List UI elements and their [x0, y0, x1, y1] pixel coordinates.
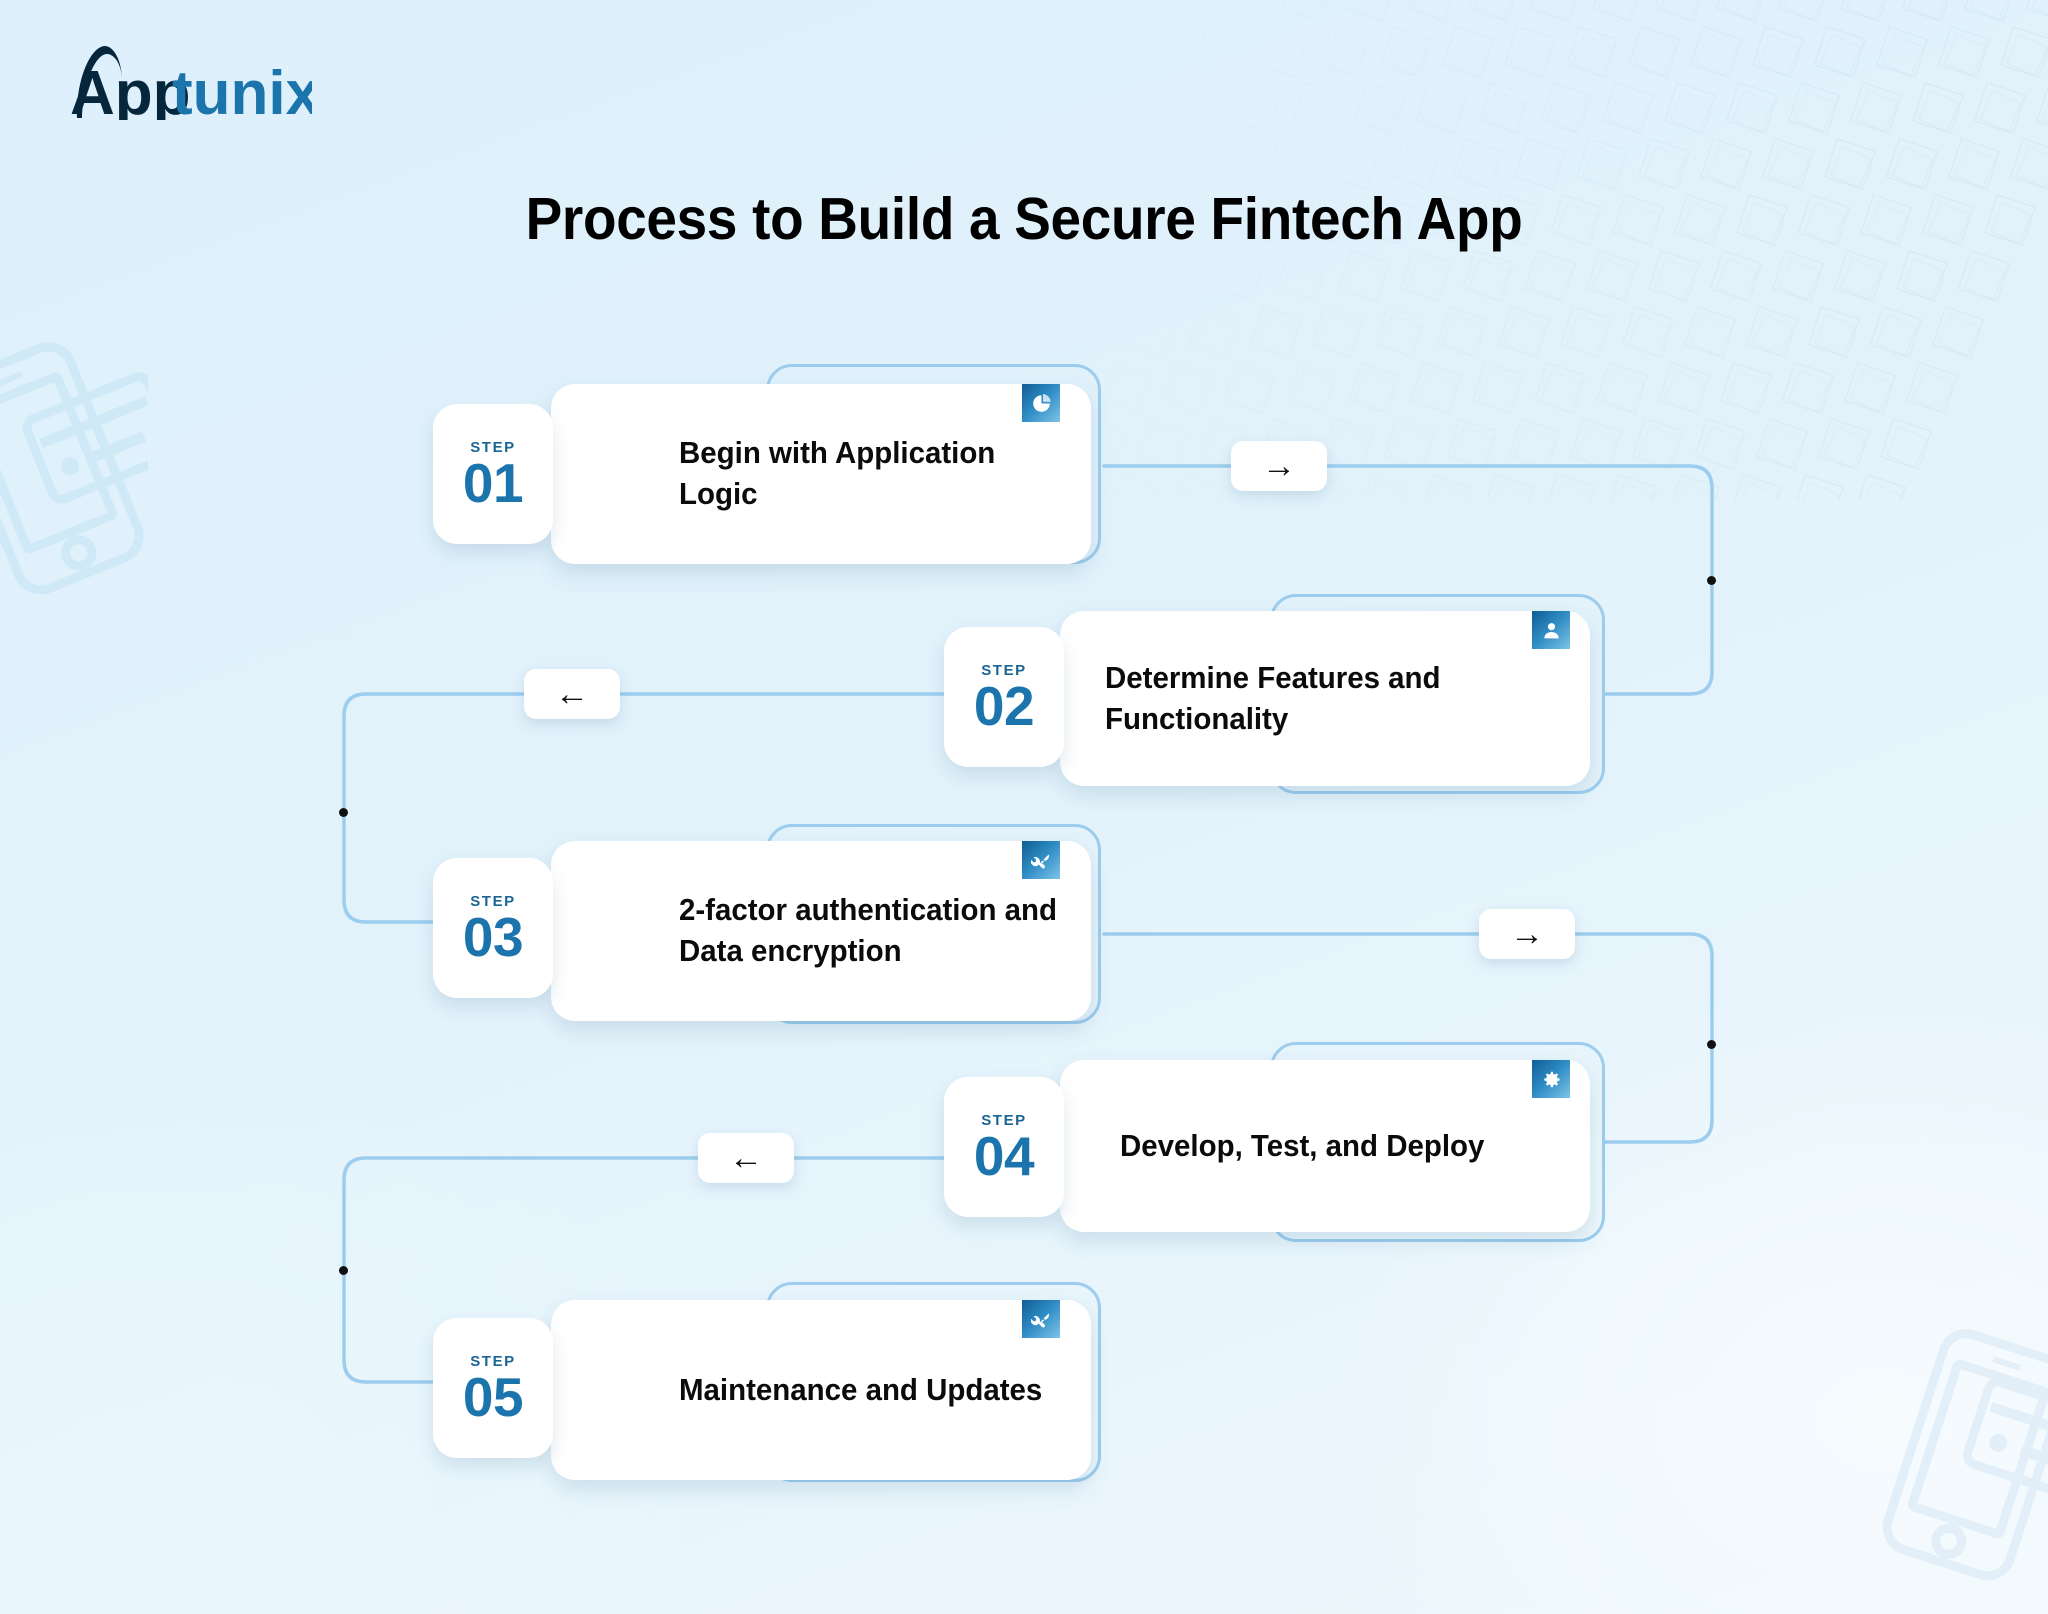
connector-arrow-right-1[interactable]: →: [1231, 441, 1327, 491]
connector-arrow-right-2[interactable]: →: [1479, 909, 1575, 959]
connector-dot-3: [1707, 1040, 1716, 1049]
connector-dot-4: [339, 1266, 348, 1275]
wrench-icon: [1022, 841, 1060, 879]
step-01-step-label: STEP: [470, 438, 516, 456]
step-02-number: 02: [973, 674, 1035, 737]
step-03-step-label: STEP: [470, 892, 516, 910]
step-02-step-label: STEP: [981, 661, 1027, 679]
logo-text-dark: App: [70, 59, 191, 120]
step-05-step-label: STEP: [470, 1352, 516, 1370]
step-05-title: Maintenance and Updates: [679, 1371, 1043, 1407]
step-01-title: Begin with Application Logic: [679, 435, 996, 511]
step-04-number: 04: [973, 1124, 1035, 1187]
apptunix-logo: App tunix: [70, 45, 312, 120]
pie-chart-icon: [1022, 384, 1060, 422]
step-03-title: 2-factor authentication and Data encrypt…: [679, 892, 1057, 968]
gear-icon: [1532, 1060, 1570, 1098]
step-02-title: Determine Features and Functionality: [1105, 659, 1441, 736]
step-03-card[interactable]: 2-factor authentication and Data encrypt…: [551, 841, 1091, 1021]
connector-arrow-left-2[interactable]: ←: [698, 1133, 794, 1183]
connector-arrow-left-1[interactable]: ←: [524, 669, 620, 719]
step-02-number-tab: STEP 02: [944, 627, 1064, 767]
step-05-number: 05: [462, 1365, 524, 1428]
step-03-number-tab: STEP 03: [433, 858, 553, 998]
decorative-square-pattern: [1136, 0, 2048, 500]
step-03-number: 03: [462, 905, 524, 968]
step-05-number-tab: STEP 05: [433, 1318, 553, 1458]
step-02-card[interactable]: Determine Features and Functionality: [1060, 611, 1590, 786]
step-04-step-label: STEP: [981, 1111, 1027, 1129]
page-title: Process to Build a Secure Fintech App: [525, 186, 1523, 252]
phone-card-watermark-left: [0, 342, 148, 595]
step-01-card[interactable]: Begin with Application Logic: [551, 384, 1091, 564]
wrench-icon: [1022, 1300, 1060, 1338]
step-04-card[interactable]: Develop, Test, and Deploy: [1060, 1060, 1590, 1232]
logo-text-light: tunix: [172, 59, 312, 120]
step-01-number: 01: [462, 451, 524, 514]
logo-swoosh-icon: [76, 45, 122, 118]
step-04-number-tab: STEP 04: [944, 1077, 1064, 1217]
user-icon: [1532, 611, 1570, 649]
step-05-card[interactable]: Maintenance and Updates: [551, 1300, 1091, 1480]
connector-dot-1: [1707, 576, 1716, 585]
step-04-title: Develop, Test, and Deploy: [1120, 1127, 1485, 1163]
connector-dot-2: [339, 808, 348, 817]
step-01-number-tab: STEP 01: [433, 404, 553, 544]
